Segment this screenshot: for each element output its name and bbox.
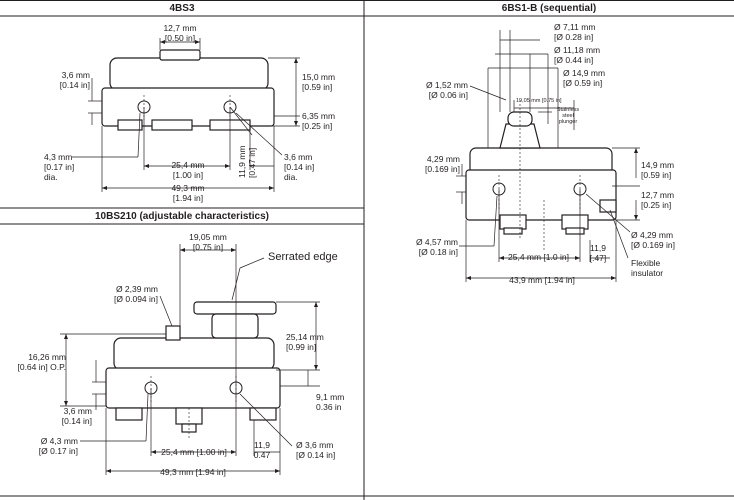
bs1b-d1: Ø 7,11 mm[Ø 0.28 in] xyxy=(554,22,596,42)
bs3-hole-left: 4,3 mm[0.17 in]dia. xyxy=(44,152,75,182)
bs1b-d2: Ø 11,18 mm[Ø 0.44 in] xyxy=(554,45,601,65)
bs210-hole-left: Ø 4,3 mm[Ø 0.17 in] xyxy=(38,436,78,456)
section-title-6bs1b: 6BS1-B (sequential) xyxy=(501,3,597,14)
bs1b-right-h: 14,9 mm[0.59 in] xyxy=(641,160,675,180)
bs210-serrated-edge: Serrated edge xyxy=(268,251,338,263)
bs3-bottom-right: 6,35 mm[0.25 in] xyxy=(302,111,336,131)
bs210-top: 19,05 mm[0.75 in] xyxy=(189,232,227,252)
bs210-height: 25,14 mm[0.99 in] xyxy=(286,332,324,352)
bs1b-hole-right: Ø 4,29 mm[Ø 0.169 in] xyxy=(631,230,675,250)
bs3-hole-right: 3,6 mm[0.14 in]dia. xyxy=(284,152,315,182)
bs1b-pin: Ø 1,52 mm[Ø 0.06 in] xyxy=(425,80,468,100)
bs3-left: 3,6 mm[0.14 in] xyxy=(59,70,90,90)
bs1b-right-b: 12,7 mm[0.25 in] xyxy=(641,190,675,210)
bs210-spacing: 25,4 mm [1.00 in] xyxy=(161,447,227,457)
bs1b-small: 11,9[.47] xyxy=(589,243,607,263)
bs3-total: 49,3 mm[1.94 in] xyxy=(171,183,205,203)
section-title-10bs210: 10BS210 (adjustable characteristics) xyxy=(95,211,269,222)
bs1b-plunger-dim: 19,05 mm [0.75 in] xyxy=(516,98,562,104)
bs1b-left: 4,29 mm[0.169 in] xyxy=(425,154,460,174)
bs1b-hole-left: Ø 4,57 mm[Ø 0.18 in] xyxy=(415,237,458,257)
bs210-pin: Ø 2,39 mm[Ø 0.094 in] xyxy=(114,284,158,304)
bs1b-spacing: 25,4 mm [1.0 in] xyxy=(508,252,569,262)
bs3-vertical: 11,9 mm[0.47 in] xyxy=(237,145,257,178)
bs1b-dimension-lines xyxy=(456,30,640,282)
bs3-width-top: 12,7 mm[0.50 in] xyxy=(163,23,197,43)
bs3-dimension-lines xyxy=(72,38,300,192)
bs210-hole-right: Ø 3,6 mm[Ø 0.14 in] xyxy=(296,440,336,460)
bs3-spacing: 25,4 mm[1.00 in] xyxy=(171,160,205,180)
bs210-op: 16,26 mm[0.64 in] O.P. xyxy=(17,352,66,372)
bs1b-total: 43,9 mm [1.94 in] xyxy=(509,275,575,285)
bs3-height: 15,0 mm[0.59 in] xyxy=(302,72,336,92)
bs1b-switch-body xyxy=(465,111,617,235)
bs210-dimension-lines xyxy=(60,244,320,475)
bs210-total: 49,3 mm [1.94 in] xyxy=(160,467,226,477)
bs1b-d3: Ø 14,9 mm[Ø 0.59 in] xyxy=(563,68,606,88)
bs210-switch-body xyxy=(105,301,281,433)
section-title-4bs3: 4BS3 xyxy=(169,3,195,14)
bs3-switch-body xyxy=(101,49,275,131)
bs210-left: 3,6 mm[0.14 in] xyxy=(61,406,92,426)
